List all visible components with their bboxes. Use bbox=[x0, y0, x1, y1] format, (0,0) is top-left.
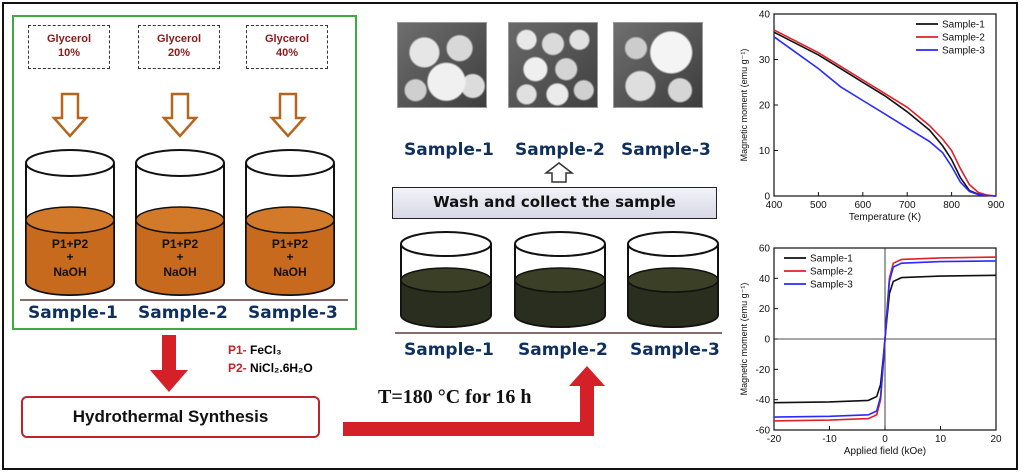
sample-label-3: Sample-3 bbox=[248, 303, 338, 323]
glycerol-box-3: Glycerol 40% bbox=[246, 25, 328, 69]
x-tick-label: 500 bbox=[810, 200, 827, 211]
glycerol-box-1: Glycerol 10% bbox=[28, 25, 110, 69]
x-tick-label: 900 bbox=[988, 200, 1005, 211]
legend-label-1: Sample-1 bbox=[810, 254, 853, 265]
x-tick-label: 20 bbox=[990, 434, 1002, 445]
sample-label-2: Sample-2 bbox=[518, 340, 608, 360]
x-tick-label: -20 bbox=[767, 434, 782, 445]
sem-image-1 bbox=[397, 22, 487, 108]
sample-label-1: Sample-1 bbox=[28, 303, 118, 323]
x-axis-label: Temperature (K) bbox=[849, 212, 921, 223]
x-tick-label: 0 bbox=[882, 434, 888, 445]
glycerol-label: Glycerol bbox=[46, 33, 92, 45]
x-tick-label: 400 bbox=[766, 200, 783, 211]
y-tick-label: 40 bbox=[759, 274, 771, 285]
y-tick-label: -60 bbox=[756, 426, 771, 437]
sample-label-1: Sample-1 bbox=[404, 340, 494, 360]
x-tick-label: 10 bbox=[935, 434, 947, 445]
y-tick-label: 10 bbox=[759, 146, 771, 157]
glycerol-percent: 10% bbox=[57, 47, 81, 59]
sem-image-3 bbox=[613, 22, 703, 108]
sem-caption-2: Sample-2 bbox=[515, 140, 605, 160]
x-tick-label: 700 bbox=[899, 200, 916, 211]
glycerol-box-2: Glycerol 20% bbox=[138, 25, 220, 69]
hydrothermal-box: Hydrothermal Synthesis bbox=[21, 396, 320, 438]
series-line-2 bbox=[773, 29, 997, 197]
y-tick-label: 40 bbox=[759, 10, 771, 21]
sem-caption-1: Sample-1 bbox=[404, 140, 494, 160]
y-tick-label: -20 bbox=[756, 365, 771, 376]
x-tick-label: 600 bbox=[854, 200, 871, 211]
glycerol-label: Glycerol bbox=[264, 33, 310, 45]
y-tick-label: 30 bbox=[759, 55, 771, 66]
glycerol-percent: 20% bbox=[167, 47, 191, 59]
y-tick-label: -40 bbox=[756, 395, 771, 406]
y-axis-label: Magnetic moment (emu g⁻¹) bbox=[739, 49, 749, 162]
x-tick-label: 800 bbox=[943, 200, 960, 211]
series-line-3 bbox=[773, 36, 997, 197]
legend-label-1: Sample-1 bbox=[942, 20, 985, 31]
glycerol-percent: 40% bbox=[275, 47, 299, 59]
y-tick-label: 20 bbox=[759, 101, 771, 112]
p1-value: FeCl₃ bbox=[250, 343, 282, 357]
precursor-legend: P1- FeCl₃ P2- NiCl₂.6H₂O bbox=[228, 341, 313, 377]
wash-box: Wash and collect the sample bbox=[392, 187, 717, 219]
legend-label-2: Sample-2 bbox=[942, 33, 985, 44]
y-axis-label: Magnetic moment (emu g⁻¹) bbox=[739, 283, 749, 396]
p2-value: NiCl₂.6H₂O bbox=[250, 361, 313, 375]
y-tick-label: 0 bbox=[764, 335, 770, 346]
p2-key: P2- bbox=[228, 361, 247, 375]
x-axis-label: Applied field (kOe) bbox=[844, 446, 926, 457]
x-tick-label: -10 bbox=[822, 434, 837, 445]
precursor-panel bbox=[12, 15, 357, 330]
y-tick-label: 0 bbox=[764, 192, 770, 203]
figure-frame bbox=[2, 2, 1018, 470]
sample-label-3: Sample-3 bbox=[630, 340, 720, 360]
legend-label-3: Sample-3 bbox=[810, 280, 853, 291]
condition-label: T=180 °C for 16 h bbox=[378, 386, 532, 408]
legend-label-3: Sample-3 bbox=[942, 46, 985, 57]
y-tick-label: 20 bbox=[759, 304, 771, 315]
sem-caption-3: Sample-3 bbox=[621, 140, 711, 160]
sample-label-2: Sample-2 bbox=[138, 303, 228, 323]
y-tick-label: 60 bbox=[759, 244, 771, 255]
series-line-3 bbox=[773, 260, 997, 418]
sem-image-2 bbox=[508, 22, 598, 108]
glycerol-label: Glycerol bbox=[156, 33, 202, 45]
p1-key: P1- bbox=[228, 343, 247, 357]
legend-label-2: Sample-2 bbox=[810, 267, 853, 278]
